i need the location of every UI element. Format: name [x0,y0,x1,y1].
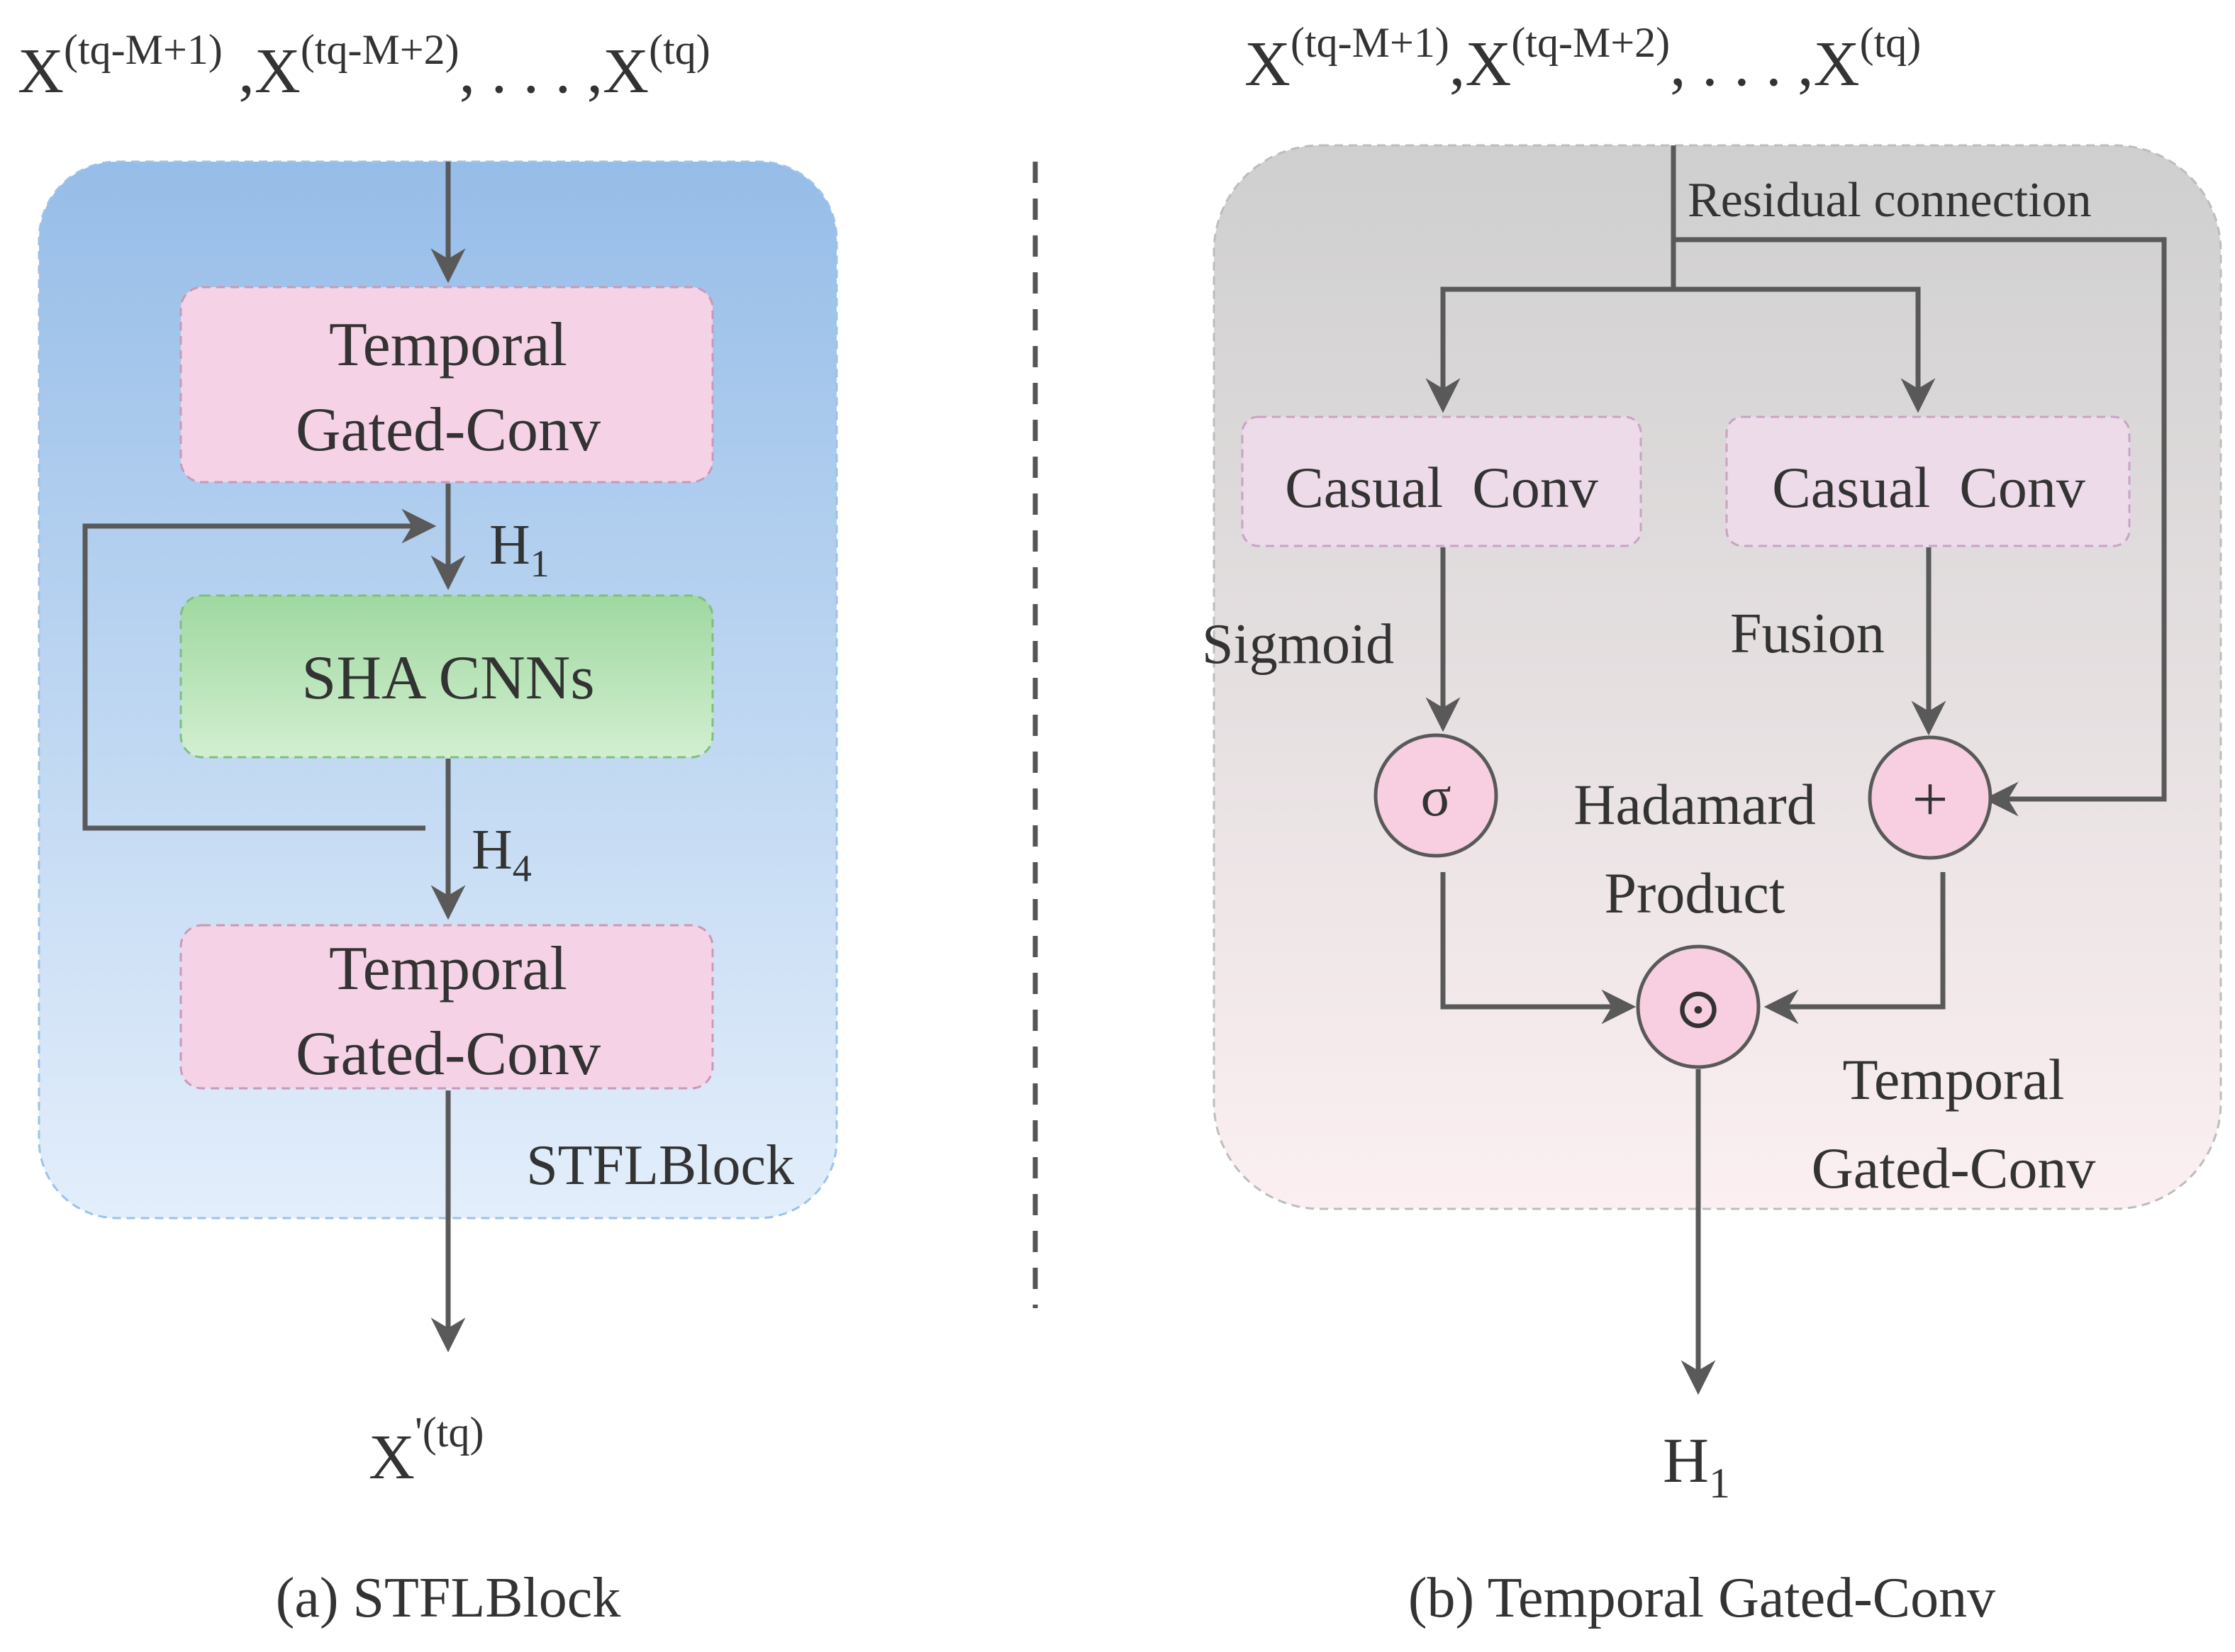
feedback-loop-arrow [82,508,437,831]
panel-a-input-part-0: X(tq-M+1) [18,8,238,106]
hadamard-label-line2: Product [1604,861,1785,925]
arrow-sigma-to-odot [1440,872,1637,1025]
sigmoid-label: Sigmoid [1202,613,1394,676]
sigma-operator [1373,733,1498,858]
split-right-arrow [1673,286,1936,413]
top-box-line1: Temporal [329,311,567,379]
right-casual-conv-label: Casual Conv [1772,455,2085,520]
panel-b-caption: (b) Temporal Gated-Conv [1408,1567,1995,1629]
residual-connection-label: Residual connection [1688,173,2092,228]
hadamard-label-line1: Hadamard [1573,772,1816,837]
stflblock-label: STFLBlock [526,1134,794,1197]
sigma-symbol: σ [1420,766,1451,828]
temporal-gated-conv-block-label-line2: Gated-Conv [1812,1136,2096,1200]
hadamard-operator [1636,944,1761,1069]
panel-b-output-label: H1 [1663,1426,1730,1507]
panel-a-output-label: X'(tq) [369,1409,484,1492]
panel-a-input-label: X(tq-M+1) ,X(tq-M+2), . . . ,X(tq) [18,8,710,106]
right-casual-conv-box [1725,415,2131,547]
bottom-box-line2: Gated-Conv [296,1020,601,1088]
panel-b-input-label: X(tq-M+1),X(tq-M+2), . . . ,X(tq) [1244,19,1921,99]
top-box-line2: Gated-Conv [296,396,601,464]
fusion-label: Fusion [1730,603,1885,665]
bottom-box-line1: Temporal [329,934,567,1003]
plus-operator [1868,735,1992,860]
temporal-gated-conv-block-label-line1: Temporal [1842,1047,2064,1112]
panel-a: X(tq-M+1) ,X(tq-M+2), . . . ,X(tq) Tempo… [18,8,838,1629]
panel-b: X(tq-M+1),X(tq-M+2), . . . ,X(tq) Residu… [1202,19,2222,1629]
h4-label: H4 [472,819,532,890]
h1-label: H1 [489,514,550,585]
left-casual-conv-box [1241,415,1642,547]
sha-cnns-box [179,594,714,759]
odot-symbol: ⊙ [1674,976,1723,1041]
sha-cnns-label: SHA CNNs [301,644,594,713]
arrow-plus-to-odot [1763,872,1946,1025]
split-left-arrow [1425,286,1673,413]
top-temporal-gated-conv-box [179,286,714,484]
panel-a-caption: (a) STFLBlock [276,1567,621,1629]
temporal-gated-conv-container [1213,144,2222,1210]
bottom-temporal-gated-conv-box [179,924,714,1090]
plus-symbol: + [1912,764,1949,835]
left-casual-conv-label: Casual Conv [1285,455,1598,520]
residual-connection-arrow [1673,237,2167,817]
